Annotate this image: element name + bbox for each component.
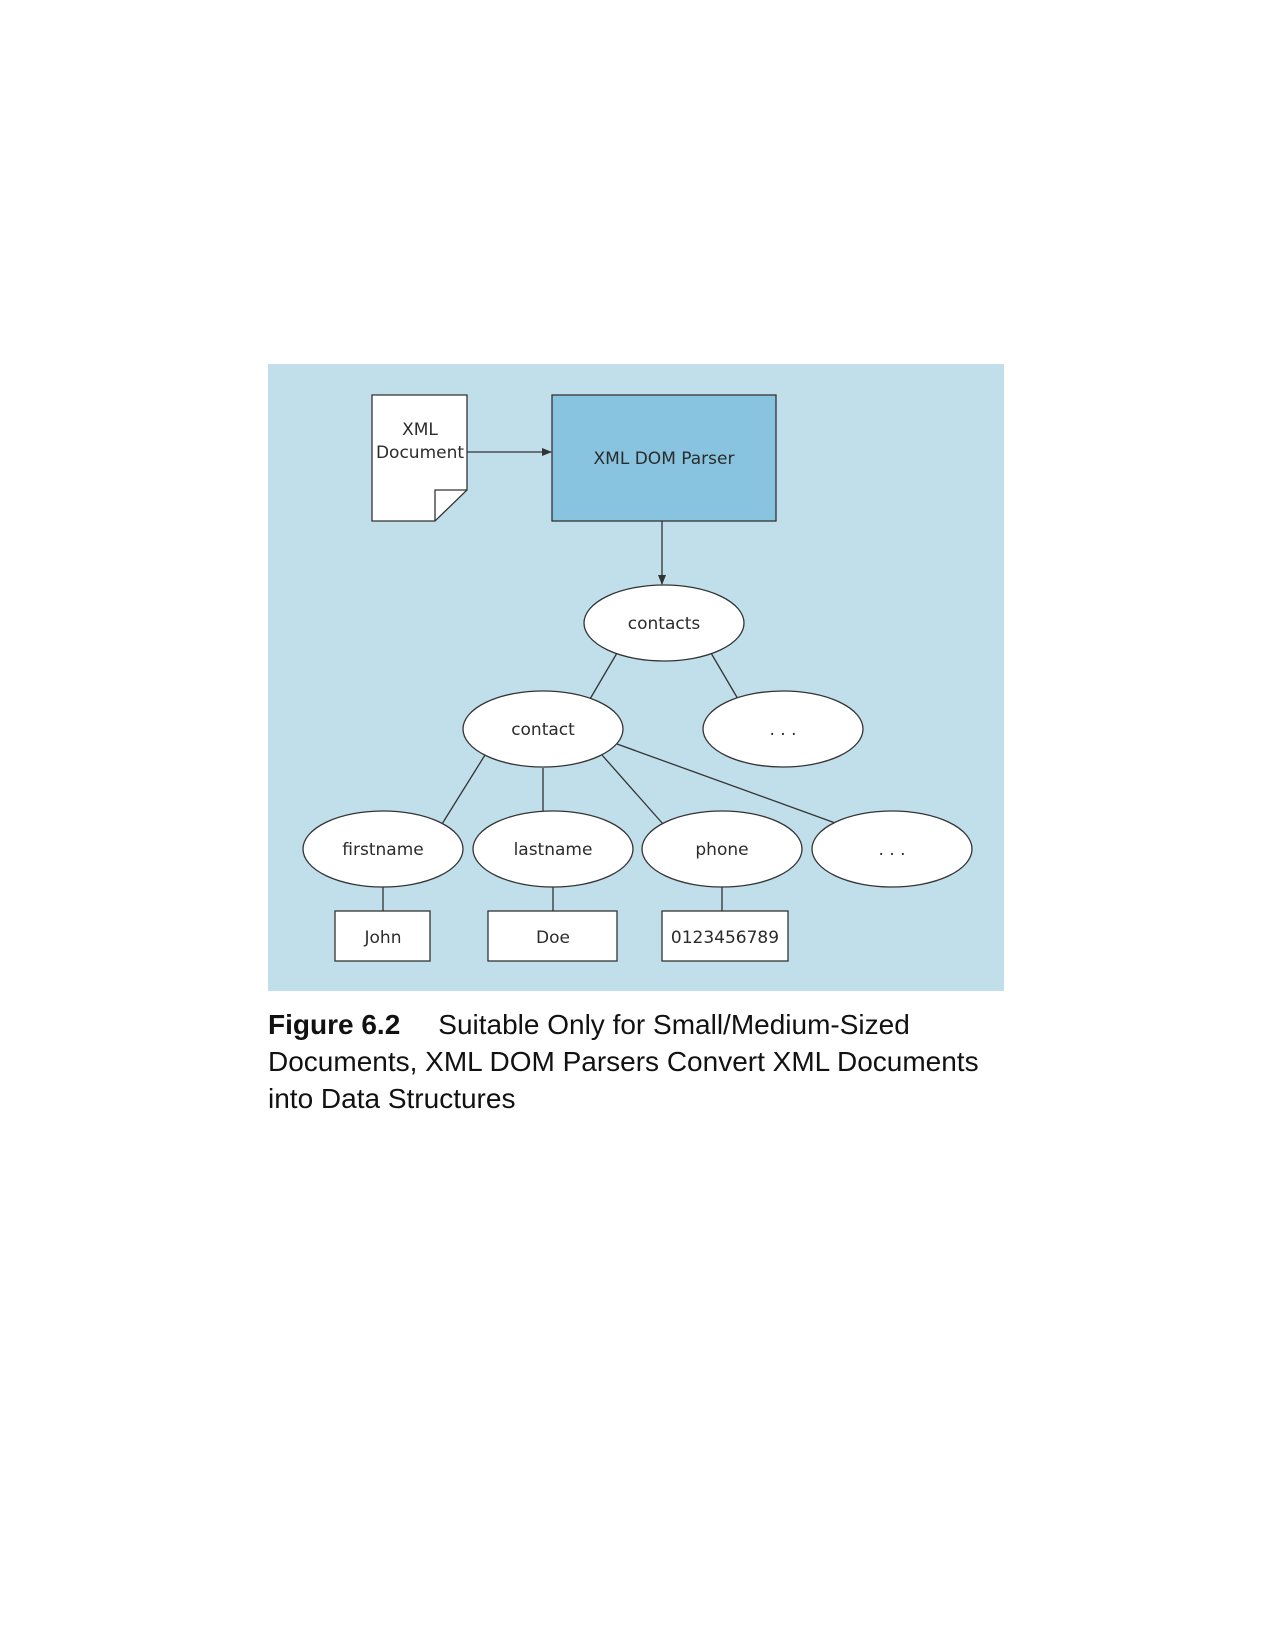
- node-contact-label: contact: [511, 720, 575, 740]
- diagram-figure: XML Document XML DOM Parser contact: [268, 364, 1004, 991]
- value-phone-box: 0123456789: [661, 910, 789, 962]
- node-contacts-more: . . .: [702, 690, 864, 768]
- node-contacts: contacts: [583, 584, 745, 662]
- xml-document-label-line1: XML: [402, 420, 438, 440]
- value-phone-text: 0123456789: [671, 928, 779, 948]
- node-contacts-more-label: . . .: [769, 720, 796, 740]
- node-lastname-label: lastname: [514, 840, 593, 860]
- node-phone-label: phone: [695, 840, 748, 860]
- value-firstname-box: John: [334, 910, 431, 962]
- node-contact: contact: [462, 690, 624, 768]
- node-contact-more-label: . . .: [878, 840, 905, 860]
- node-phone: phone: [641, 810, 803, 888]
- xml-document-label-line2: Document: [376, 443, 464, 463]
- xml-dom-parser-label: XML DOM Parser: [594, 449, 735, 469]
- node-firstname: firstname: [302, 810, 464, 888]
- edge-contacts-contact: [589, 652, 618, 700]
- value-lastname-text: Doe: [536, 928, 570, 948]
- node-lastname: lastname: [472, 810, 634, 888]
- value-lastname-box: Doe: [487, 910, 618, 962]
- edge-contact-firstname: [441, 754, 486, 825]
- edge-contact-phone: [601, 754, 664, 825]
- value-firstname-text: John: [364, 928, 402, 948]
- caption-text: Suitable Only for Small/Medium-Sized Doc…: [268, 1009, 979, 1114]
- tree-edges: [382, 652, 839, 911]
- diagram-canvas: XML Document XML DOM Parser contact: [268, 364, 1004, 991]
- xml-dom-parser-box: XML DOM Parser: [551, 394, 777, 522]
- xml-document-icon: XML Document: [371, 394, 468, 522]
- caption-figure-label: Figure 6.2: [268, 1009, 401, 1040]
- edge-contact-more: [616, 743, 839, 825]
- node-contact-more: . . .: [811, 810, 973, 888]
- node-contacts-label: contacts: [628, 614, 701, 634]
- edge-contacts-more: [710, 652, 739, 700]
- node-firstname-label: firstname: [342, 840, 423, 860]
